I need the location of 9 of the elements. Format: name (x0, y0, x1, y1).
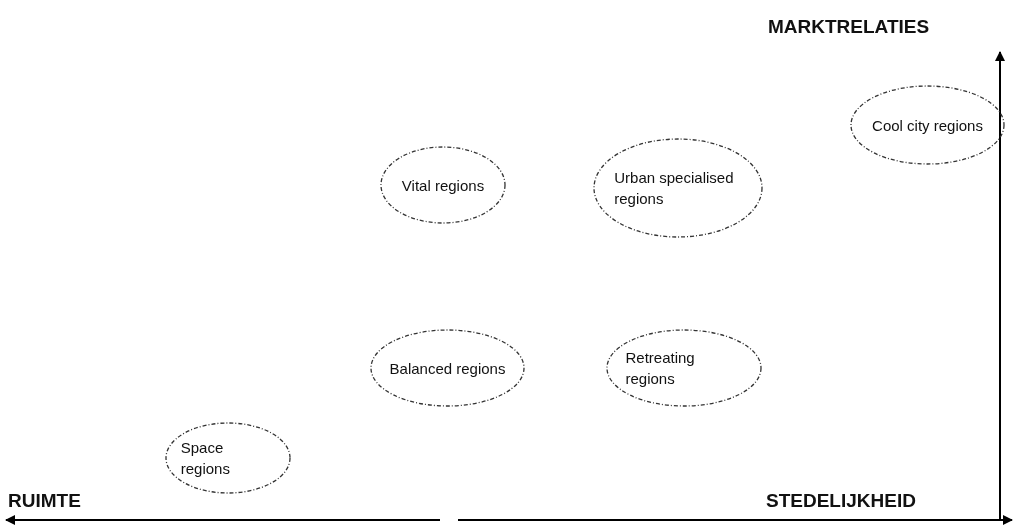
region-label: Balanced regions (389, 358, 506, 379)
region-label: Cool city regions (872, 115, 983, 136)
axis-label: MARKTRELATIES (768, 16, 930, 38)
region-label: Urban specialised regions (614, 168, 735, 209)
region-label: Space regions (180, 438, 231, 479)
region-label: Vital regions (401, 175, 485, 196)
axis-label: RUIMTE (8, 490, 81, 512)
axis-label: STEDELIJKHEID (766, 490, 916, 512)
region-label: Retreating regions (625, 348, 696, 389)
